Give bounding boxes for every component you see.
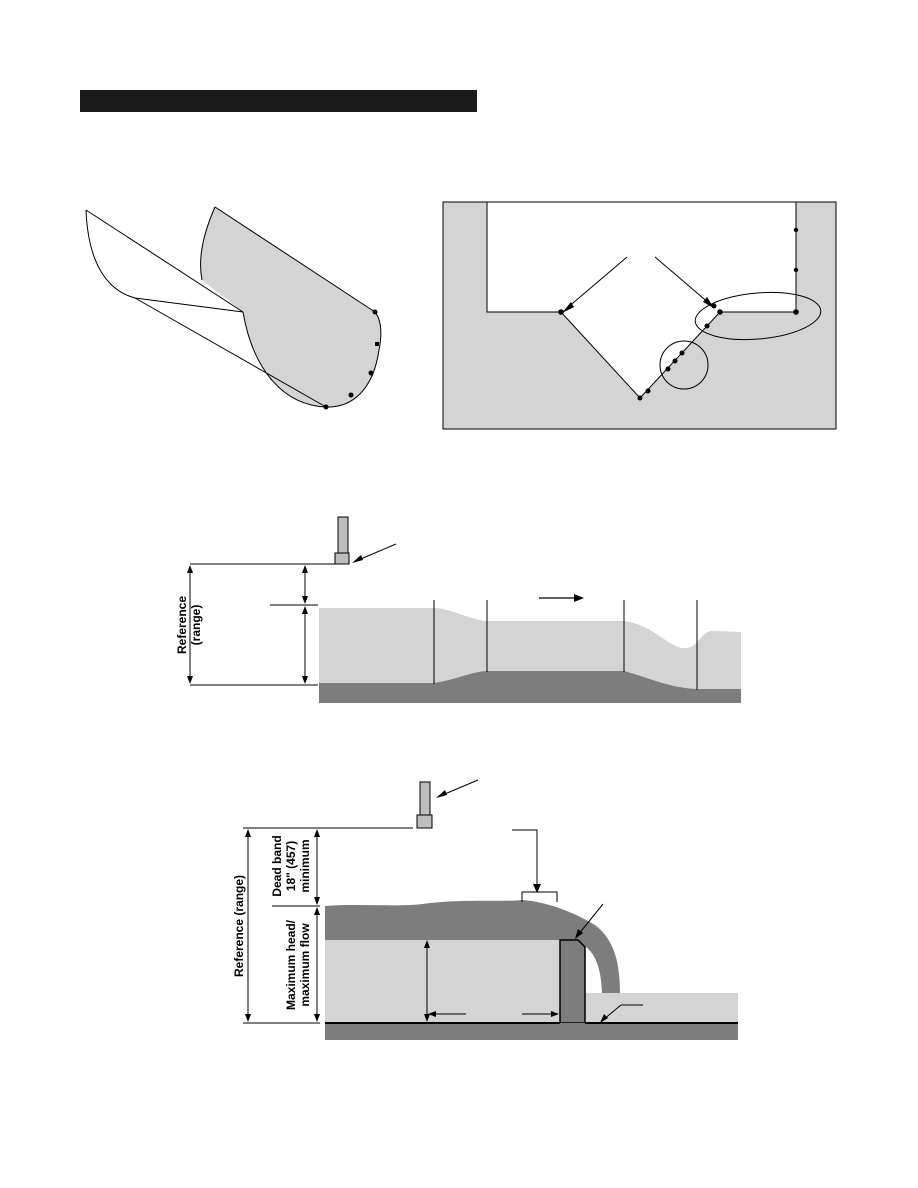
measurement-point	[665, 366, 671, 372]
dimension-arrowhead	[428, 1011, 436, 1017]
ultrasonic-sensor-body	[337, 516, 349, 554]
highlight-circle	[659, 340, 709, 390]
measurement-point	[558, 309, 564, 315]
dead-band-label: Dead band	[270, 835, 284, 896]
measurement-point	[704, 323, 710, 329]
pointer-line	[654, 256, 711, 305]
dimension-arrowhead	[187, 565, 193, 573]
ultrasonic-sensor-head	[416, 814, 433, 829]
channel-back-curve	[200, 206, 216, 281]
max-flow-label: maximum flow	[298, 923, 312, 1007]
dimension-arrowhead	[302, 676, 308, 684]
measurement-point	[793, 309, 799, 315]
measurement-point	[793, 227, 799, 233]
channel-3d-figure	[85, 206, 382, 410]
pointer-arrowhead	[562, 302, 574, 313]
header-bar	[80, 90, 477, 112]
measurement-point	[375, 342, 379, 346]
measurement-point	[672, 358, 678, 364]
measurement-point	[372, 309, 378, 315]
surface-bracket	[521, 891, 558, 902]
weir-bed	[325, 1023, 738, 1040]
measurement-point	[368, 370, 374, 376]
dimension-arrowhead	[314, 907, 320, 915]
weir-plate	[559, 939, 586, 1024]
measurement-point	[348, 392, 354, 398]
measurement-point	[323, 404, 329, 410]
sensor-pointer-arrowhead	[352, 555, 363, 563]
surface-water-layer	[325, 900, 620, 993]
sensor-pointer	[355, 543, 397, 562]
dimension-arrowhead	[245, 1014, 251, 1022]
downstream-pointer-arrowhead	[600, 1014, 608, 1023]
channel-inner-surface	[200, 207, 381, 408]
flume-water	[319, 608, 741, 689]
measurement-point	[679, 350, 685, 356]
dead-band-minimum-label: minimum	[298, 839, 312, 892]
channel-lower-edge	[134, 297, 327, 408]
measurement-point	[645, 388, 651, 394]
dimension-arrowhead	[302, 606, 308, 614]
upstream-water	[325, 935, 560, 1023]
dimension-arrowhead	[302, 565, 308, 573]
sensor-pointer-arrowhead	[436, 790, 447, 798]
pointer-arrowhead	[703, 297, 714, 308]
crest-pointer-arrowhead	[575, 929, 583, 939]
leader-arrowhead	[533, 884, 541, 893]
measurement-point	[637, 395, 643, 401]
dimension-arrowhead	[314, 829, 320, 837]
ultrasonic-sensor-body	[419, 781, 431, 816]
dimension-arrowhead	[245, 829, 251, 837]
section-opening	[486, 201, 797, 399]
v-notch-figure	[442, 201, 837, 430]
crest-pointer	[577, 903, 604, 936]
channel-outline-left	[85, 209, 244, 313]
dimension-arrowhead	[424, 940, 430, 948]
flume-range-label: (range)	[189, 605, 203, 646]
highlight-ellipse	[694, 291, 822, 341]
reference-range-label: Reference (range)	[232, 875, 246, 977]
measurement-point	[793, 267, 799, 273]
sensor-pointer	[439, 779, 479, 797]
ultrasonic-sensor-head	[334, 552, 350, 565]
weir-figure: Reference (range) Dead band 18" (457) mi…	[232, 779, 738, 1040]
downstream-water	[585, 993, 738, 1023]
dead-band-size-label: 18" (457)	[284, 841, 298, 891]
surface-leader	[512, 829, 538, 888]
measurement-point	[711, 303, 717, 309]
dimension-arrowhead	[314, 897, 320, 905]
pointer-line	[565, 256, 628, 310]
dimension-arrowhead	[187, 676, 193, 684]
dimension-arrowhead	[302, 596, 308, 604]
dimension-arrowhead	[424, 1014, 430, 1022]
measurement-point	[717, 309, 723, 315]
dimension-arrowhead	[551, 1011, 559, 1017]
flume-bed	[319, 671, 741, 703]
flume-figure: Reference (range)	[175, 516, 741, 703]
max-head-label: Maximum head/	[284, 919, 298, 1010]
channel-back-edge	[214, 206, 376, 313]
channel-front-curve	[242, 311, 382, 408]
channel-top-edge	[85, 209, 244, 313]
flow-arrowhead	[574, 594, 584, 602]
dimension-arrowhead	[314, 1014, 320, 1022]
flume-reference-label: Reference	[175, 596, 189, 654]
